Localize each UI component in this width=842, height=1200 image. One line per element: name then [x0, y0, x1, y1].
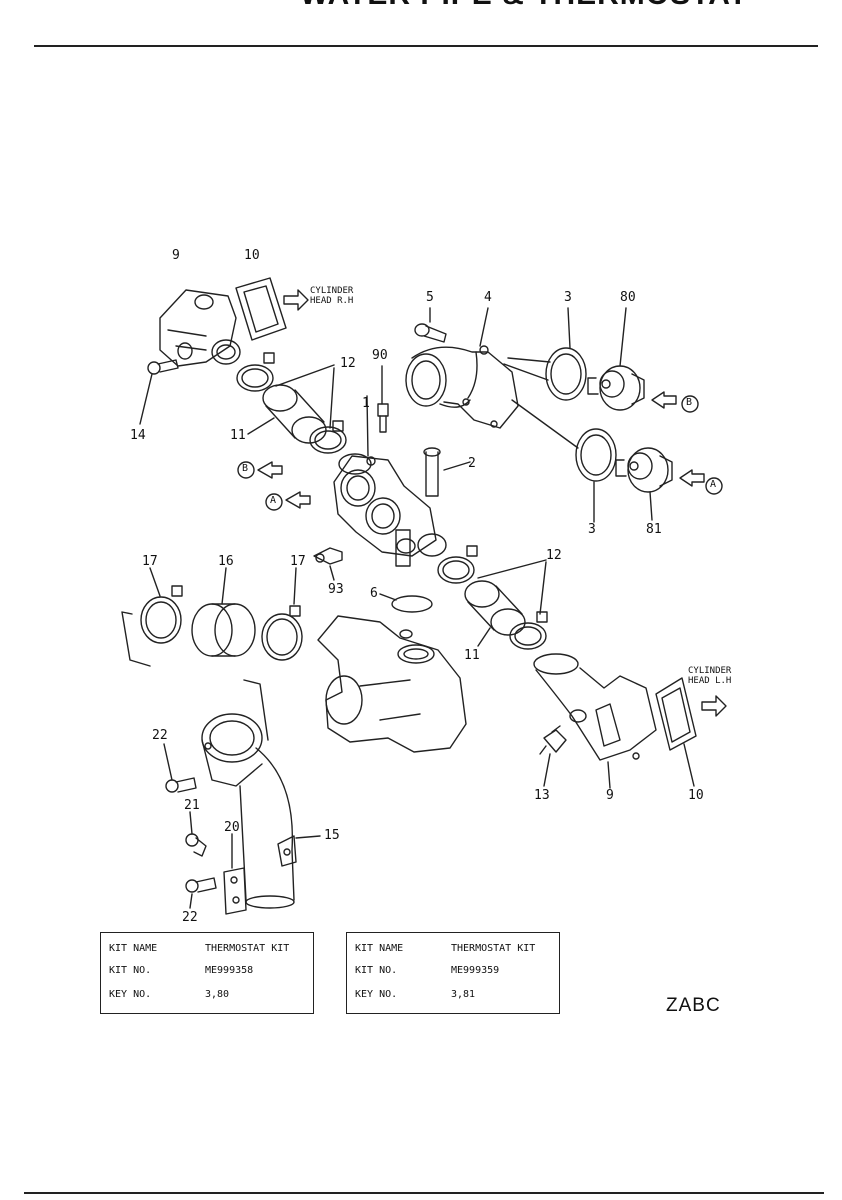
thermostat-81 [615, 447, 673, 493]
callout-6: 6 [370, 586, 378, 601]
callout-17-left: 17 [142, 554, 158, 569]
arrow-label-a-left: A [270, 495, 277, 506]
hose-clamps-upper [236, 352, 347, 454]
key-no-label: KEY NO. [355, 989, 398, 1000]
kit-no-value: ME999359 [451, 965, 500, 976]
callout-21: 21 [184, 798, 200, 813]
callout-11-lower: 11 [464, 648, 480, 663]
bolt-5 [414, 323, 447, 343]
arrow-b-left [257, 461, 283, 479]
kit-no-label: KIT NO. [109, 965, 152, 976]
arrow-a-right [679, 469, 705, 487]
kit-name-label: KIT NAME [109, 943, 158, 954]
note-cylinder-head-rh: CYLINDER HEAD R.H [310, 286, 354, 306]
arrow-a-left [285, 491, 311, 509]
circle-b-left [237, 461, 255, 479]
water-pipe-15 [201, 713, 297, 909]
arrow-label-a-right: A [710, 479, 717, 490]
drawing-code: ZABC [666, 995, 721, 1016]
thermostat-case [333, 453, 447, 567]
arrow-cylinder-rh [283, 289, 309, 311]
key-no-value: 3,81 [451, 989, 476, 1000]
callout-12-lower: 12 [546, 548, 562, 563]
callout-22-upper: 22 [152, 728, 168, 743]
gasket-3-upper [545, 347, 587, 401]
gasket-6 [391, 595, 433, 613]
key-no-label: KEY NO. [109, 989, 152, 1000]
callout-4: 4 [484, 290, 492, 305]
nipple-21 [185, 833, 207, 857]
callout-14: 14 [130, 428, 146, 443]
kit-no-label: KIT NO. [355, 965, 398, 976]
thermostat-80 [587, 365, 645, 411]
plug-13 [539, 725, 567, 755]
callout-2: 2 [468, 456, 476, 471]
kit-table-left: KIT NAME THERMOSTAT KIT KIT NO. ME999358… [100, 932, 314, 1014]
top-rule [34, 45, 818, 47]
callout-1: 1 [362, 396, 370, 411]
bolt-22-upper [165, 777, 197, 793]
callout-11-upper: 11 [230, 428, 246, 443]
hose-clamps-lower [437, 545, 548, 650]
sensor-93 [313, 547, 343, 565]
gasket-lh [655, 677, 697, 751]
bracket-right [243, 679, 269, 741]
callout-16: 16 [218, 554, 234, 569]
hose-11-lower [464, 580, 526, 636]
callout-22-lower: 22 [182, 910, 198, 925]
circle-a-left [265, 493, 283, 511]
arrow-cylinder-lh [701, 695, 727, 717]
arrow-label-b-left: B [242, 463, 249, 474]
note-cylinder-head-lh: CYLINDER HEAD L.H [688, 666, 732, 686]
bracket-left [121, 611, 151, 667]
hose-11-upper [262, 384, 327, 444]
bolt-22-lower [185, 877, 217, 893]
circle-b-right [681, 395, 699, 413]
callout-3-lower: 3 [588, 522, 596, 537]
callout-20: 20 [224, 820, 240, 835]
arrow-b-right [651, 391, 677, 409]
callout-9-lower: 9 [606, 788, 614, 803]
callout-5: 5 [426, 290, 434, 305]
callout-81: 81 [646, 522, 662, 537]
callout-15: 15 [324, 828, 340, 843]
kit-name-value: THERMOSTAT KIT [205, 943, 290, 954]
callout-90: 90 [372, 348, 388, 363]
circle-a-right [705, 477, 723, 495]
callout-13: 13 [534, 788, 550, 803]
kit-table-right: KIT NAME THERMOSTAT KIT KIT NO. ME999359… [346, 932, 560, 1014]
kit-no-value: ME999358 [205, 965, 254, 976]
callout-93: 93 [328, 582, 344, 597]
plate-20 [223, 867, 247, 915]
water-pump-casing [317, 615, 467, 753]
callout-9-upper: 9 [172, 248, 180, 263]
bolt-2 [423, 447, 441, 497]
bypass-hose-set [140, 585, 303, 661]
sensor-90 [377, 365, 389, 433]
callout-10-upper: 10 [244, 248, 260, 263]
gasket-3-lower [575, 428, 617, 482]
kit-name-value: THERMOSTAT KIT [451, 943, 536, 954]
water-outlet-lh [533, 653, 657, 761]
water-outlet-rh [159, 289, 241, 367]
page-title: WATER PIPE & THERMOSTAT [300, 0, 780, 12]
gasket-rh [235, 277, 287, 341]
bottom-rule [24, 1192, 824, 1194]
arrow-label-b-right: B [686, 397, 693, 408]
callout-80: 80 [620, 290, 636, 305]
water-inlet-elbow [405, 345, 519, 429]
bolt-14 [147, 359, 179, 375]
callout-10-lower: 10 [688, 788, 704, 803]
callout-3-upper: 3 [564, 290, 572, 305]
kit-name-label: KIT NAME [355, 943, 404, 954]
key-no-value: 3,80 [205, 989, 230, 1000]
callout-17-right: 17 [290, 554, 306, 569]
callout-12-upper: 12 [340, 356, 356, 371]
